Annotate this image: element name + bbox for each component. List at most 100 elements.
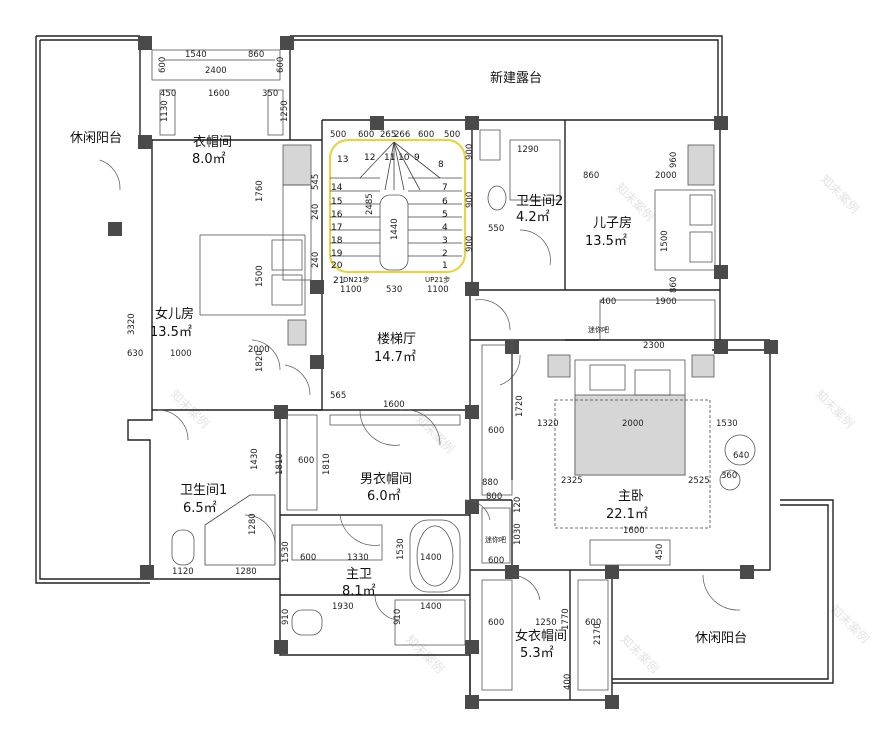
dimension: 640: [733, 451, 749, 461]
dimension: 360: [721, 471, 737, 481]
dimension: 600: [300, 553, 316, 563]
dimension: 450: [160, 89, 176, 99]
room-name-minibar-bottom: 迷你吧: [485, 535, 506, 544]
dimension: 600: [585, 618, 601, 628]
room-name-master: 主卧: [618, 489, 644, 504]
dimension: 1530: [716, 419, 738, 429]
dimension: 1000: [170, 349, 192, 359]
stair-step: 1: [442, 261, 448, 271]
dimension: 1030: [513, 523, 523, 545]
watermark: 知末案例: [413, 412, 458, 457]
dimension: 550: [488, 224, 504, 234]
dimension: 900: [465, 144, 475, 160]
stair-step: 4: [442, 223, 448, 233]
dimension: 900: [465, 236, 475, 252]
dimension: 1500: [255, 265, 265, 287]
dimension: 800: [486, 492, 502, 502]
dimension: 1760: [255, 180, 265, 202]
dimension: 1500: [660, 230, 670, 252]
dimension: 500: [444, 130, 460, 140]
watermarks: 知末案例 知末案例 知末案例 知末案例 知末案例 知末案例 知末案例 知末案例 …: [168, 172, 873, 677]
structural-columns: [108, 36, 778, 709]
dimension: 1280: [248, 513, 258, 535]
stair-step: 19: [331, 249, 343, 259]
dimension: 1250: [280, 100, 290, 122]
room-name-cloakroom: 衣帽间: [193, 134, 232, 150]
dimension: 1320: [537, 419, 559, 429]
dimension: 1290: [517, 145, 539, 155]
room-name-leisure-balcony-right: 休闲阳台: [695, 631, 747, 646]
room-area-cloakroom: 8.0㎡: [192, 152, 226, 167]
dimension: 2170: [593, 623, 603, 645]
dimension: 1130: [160, 100, 170, 122]
room-name-womens-cloak: 女衣帽间: [515, 628, 567, 644]
dimension: 1770: [561, 608, 571, 630]
room-name-bath2: 卫生间2: [516, 194, 563, 209]
doors: [99, 159, 741, 621]
room-labels: 新建露台 休闲阳台 衣帽间 8.0㎡ 女儿房 13.5㎡ 楼梯厅 14.7㎡ 卫…: [70, 70, 747, 661]
stair-numbers: 14 13 15 16 17 18 19 20 21 12 11 10 9 8 …: [331, 153, 450, 286]
dimension: 860: [669, 277, 679, 293]
dimension: 266: [394, 130, 410, 140]
watermark: 知末案例: [828, 602, 873, 647]
dimension: 600: [358, 130, 374, 140]
dimension: 1540: [185, 50, 207, 60]
dimension: 350: [262, 89, 278, 99]
dimension: 1810: [322, 453, 332, 475]
room-name-daughter: 女儿房: [155, 306, 194, 322]
dimension: 1600: [623, 526, 645, 536]
stair-step: 15: [331, 197, 342, 207]
room-area-mens-cloak: 6.0㎡: [367, 489, 401, 504]
dimension: 400: [563, 674, 573, 690]
dimension: 2525: [688, 476, 710, 486]
dimension: 600: [488, 426, 504, 436]
dimension: 2000: [655, 171, 677, 181]
room-area-bath1: 6.5㎡: [183, 501, 217, 516]
watermark: 知末案例: [403, 632, 448, 677]
dimension: 860: [583, 171, 599, 181]
dimension: 1330: [347, 553, 369, 563]
dimension: 120: [513, 497, 523, 513]
stair-step: 5: [442, 210, 448, 220]
room-name-stair-hall: 楼梯厅: [377, 332, 416, 347]
room-name-mens-cloak: 男衣帽间: [360, 471, 412, 487]
stair-highlight: [328, 138, 467, 274]
dimension: 3320: [127, 313, 137, 335]
dimension: 630: [127, 349, 143, 359]
dimension: 1720: [515, 395, 525, 417]
room-name-terrace: 新建露台: [490, 70, 542, 86]
dimension: 500: [330, 130, 346, 140]
dimension: 600: [488, 556, 504, 566]
room-name-minibar-top: 迷你吧: [588, 325, 609, 334]
dimension: 2400: [205, 66, 227, 76]
dimension: 600: [276, 57, 286, 73]
dimension: 1820: [255, 350, 265, 372]
dimension: 600: [418, 130, 434, 140]
stair-step: 9: [414, 153, 420, 163]
dimension: 1250: [535, 618, 557, 628]
dimension: 1100: [427, 285, 449, 295]
stair-step: 17: [331, 223, 342, 233]
dimension: 565: [330, 391, 346, 401]
dimension: 2325: [561, 476, 583, 486]
room-area-master: 22.1㎡: [606, 507, 648, 522]
dimension: 1930: [332, 602, 354, 612]
stair-step: 10: [398, 153, 410, 163]
dimension: 2485: [365, 193, 375, 215]
room-name-son: 儿子房: [593, 215, 632, 231]
furniture: [151, 49, 756, 691]
dimension: 1430: [250, 448, 260, 470]
stair-step: 20: [331, 261, 343, 271]
stair-up-label: UP21步: [425, 276, 450, 284]
dimension: 960: [669, 152, 679, 168]
room-name-master-bath: 主卫: [346, 567, 372, 582]
stair-step: 16: [331, 210, 343, 220]
stair-step: 7: [442, 183, 448, 193]
dimension: 240: [311, 252, 321, 268]
dimension: 910: [393, 609, 403, 625]
stair-step: 13: [337, 155, 348, 165]
room-area-son: 13.5㎡: [585, 234, 627, 249]
room-area-bath2: 4.2㎡: [516, 210, 550, 225]
stair-step: 2: [442, 249, 448, 259]
room-area-daughter: 13.5㎡: [150, 325, 192, 340]
